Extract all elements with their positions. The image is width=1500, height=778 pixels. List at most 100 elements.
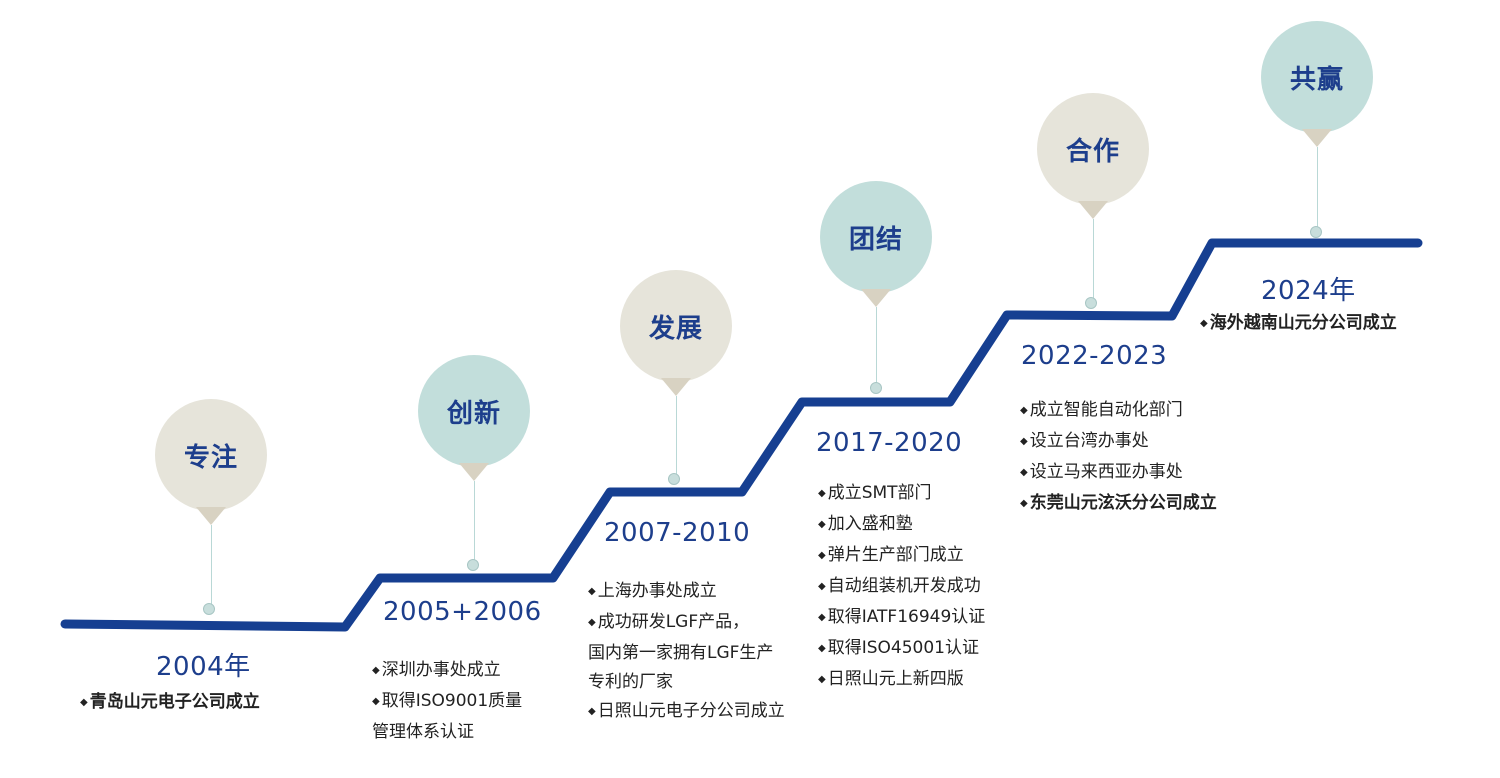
- diamond-bullet-icon: ◆: [818, 612, 826, 623]
- diamond-bullet-icon: ◆: [1020, 498, 1028, 509]
- diamond-bullet-icon: ◆: [818, 674, 826, 685]
- event-item: 管理体系认证: [372, 718, 522, 747]
- milestone-year-2024: 2024年: [1261, 276, 1356, 306]
- milestone-year-2017: 2017-2020: [816, 428, 963, 458]
- milestone-word: 团结: [848, 224, 903, 255]
- milestone-dot: [870, 382, 882, 394]
- event-text: 弹片生产部门成立: [827, 545, 964, 565]
- milestone-events-2022: ◆成立智能自动化部门◆设立台湾办事处◆设立马来西亚办事处◆东莞山元泫沃分公司成立: [1020, 396, 1217, 520]
- bubble-pointer: [1078, 201, 1108, 219]
- event-text: 专利的厂家: [588, 672, 673, 692]
- event-text: 管理体系认证: [372, 722, 474, 742]
- event-text: 深圳办事处成立: [381, 660, 501, 680]
- milestone-year-2007: 2007-2010: [604, 518, 751, 548]
- connector-stem: [474, 481, 475, 565]
- event-text: 取得IATF16949认证: [827, 607, 986, 627]
- connector-stem: [1317, 147, 1318, 232]
- milestone-dot: [1085, 297, 1097, 309]
- event-item: ◆成功研发LGF产品，: [588, 608, 785, 639]
- milestone-events-2024: ◆海外越南山元分公司成立: [1200, 309, 1397, 340]
- diamond-bullet-icon: ◆: [372, 665, 380, 676]
- milestone-word: 合作: [1065, 136, 1120, 167]
- milestone-bubble-2005: 创新: [418, 355, 530, 467]
- event-text: 成功研发LGF产品，: [597, 612, 750, 632]
- event-item: 国内第一家拥有LGF生产: [588, 639, 785, 668]
- event-text: 取得ISO45001认证: [827, 638, 979, 658]
- diamond-bullet-icon: ◆: [1020, 405, 1028, 416]
- milestone-bubble-2004: 专注: [155, 399, 267, 511]
- diamond-bullet-icon: ◆: [588, 617, 596, 628]
- event-item: ◆青岛山元电子公司成立: [80, 688, 260, 719]
- milestone-dot: [203, 603, 215, 615]
- event-text: 海外越南山元分公司成立: [1209, 313, 1397, 333]
- event-text: 上海办事处成立: [597, 581, 717, 601]
- event-item: ◆成立智能自动化部门: [1020, 396, 1217, 427]
- bubble-pointer: [861, 289, 891, 307]
- event-item: ◆东莞山元泫沃分公司成立: [1020, 489, 1217, 520]
- event-item: ◆日照山元电子分公司成立: [588, 697, 785, 728]
- diamond-bullet-icon: ◆: [1020, 467, 1028, 478]
- milestone-events-2017: ◆成立SMT部门◆加入盛和塾◆弹片生产部门成立◆自动组装机开发成功◆取得IATF…: [818, 479, 985, 696]
- diamond-bullet-icon: ◆: [818, 488, 826, 499]
- event-text: 青岛山元电子公司成立: [89, 692, 260, 712]
- diamond-bullet-icon: ◆: [1200, 318, 1208, 329]
- event-item: ◆成立SMT部门: [818, 479, 985, 510]
- connector-stem: [1093, 219, 1094, 303]
- event-item: ◆弹片生产部门成立: [818, 541, 985, 572]
- event-text: 成立SMT部门: [827, 483, 932, 503]
- event-text: 设立台湾办事处: [1029, 431, 1149, 451]
- event-text: 取得ISO9001质量: [381, 691, 523, 711]
- event-item: ◆加入盛和塾: [818, 510, 985, 541]
- event-item: ◆深圳办事处成立: [372, 656, 522, 687]
- event-item: ◆取得ISO45001认证: [818, 634, 985, 665]
- milestone-events-2007: ◆上海办事处成立◆成功研发LGF产品，国内第一家拥有LGF生产专利的厂家◆日照山…: [588, 577, 785, 728]
- milestone-year-2004: 2004年: [156, 652, 251, 682]
- event-item: ◆日照山元上新四版: [818, 665, 985, 696]
- diamond-bullet-icon: ◆: [818, 581, 826, 592]
- event-text: 东莞山元泫沃分公司成立: [1029, 493, 1217, 513]
- event-item: ◆设立台湾办事处: [1020, 427, 1217, 458]
- event-text: 国内第一家拥有LGF生产: [588, 643, 774, 663]
- milestone-bubble-2024: 共赢: [1261, 21, 1373, 133]
- milestone-dot: [668, 473, 680, 485]
- event-item: ◆取得IATF16949认证: [818, 603, 985, 634]
- event-text: 成立智能自动化部门: [1029, 400, 1183, 420]
- diamond-bullet-icon: ◆: [372, 696, 380, 707]
- event-item: ◆海外越南山元分公司成立: [1200, 309, 1397, 340]
- diamond-bullet-icon: ◆: [818, 550, 826, 561]
- bubble-pointer: [661, 378, 691, 396]
- milestone-year-2005: 2005+2006: [383, 597, 542, 627]
- event-text: 自动组装机开发成功: [827, 576, 981, 596]
- bubble-pointer: [459, 463, 489, 481]
- milestone-events-2004: ◆青岛山元电子公司成立: [80, 688, 260, 719]
- event-item: 专利的厂家: [588, 668, 785, 697]
- milestone-year-2022: 2022-2023: [1021, 341, 1168, 371]
- milestone-dot: [467, 559, 479, 571]
- connector-stem: [876, 307, 877, 388]
- diamond-bullet-icon: ◆: [588, 586, 596, 597]
- event-text: 设立马来西亚办事处: [1029, 462, 1183, 482]
- event-text: 加入盛和塾: [827, 514, 913, 534]
- milestone-dot: [1310, 226, 1322, 238]
- event-item: ◆上海办事处成立: [588, 577, 785, 608]
- event-item: ◆自动组装机开发成功: [818, 572, 985, 603]
- diamond-bullet-icon: ◆: [1020, 436, 1028, 447]
- diamond-bullet-icon: ◆: [80, 697, 88, 708]
- diamond-bullet-icon: ◆: [818, 643, 826, 654]
- bubble-pointer: [1302, 129, 1332, 147]
- bubble-pointer: [196, 507, 226, 525]
- event-item: ◆设立马来西亚办事处: [1020, 458, 1217, 489]
- milestone-word: 共赢: [1289, 64, 1344, 95]
- diamond-bullet-icon: ◆: [818, 519, 826, 530]
- diamond-bullet-icon: ◆: [588, 706, 596, 717]
- event-text: 日照山元电子分公司成立: [597, 701, 785, 721]
- event-item: ◆取得ISO9001质量: [372, 687, 522, 718]
- milestone-word: 创新: [446, 398, 501, 429]
- milestone-bubble-2007: 发展: [620, 270, 732, 382]
- milestone-events-2005: ◆深圳办事处成立◆取得ISO9001质量管理体系认证: [372, 656, 522, 747]
- milestone-bubble-2022: 合作: [1037, 93, 1149, 205]
- connector-stem: [676, 396, 677, 479]
- connector-stem: [211, 525, 212, 609]
